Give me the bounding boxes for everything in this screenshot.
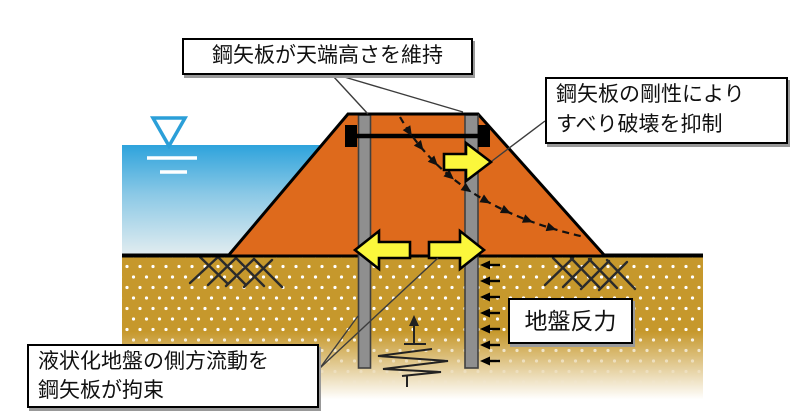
lateral-flow-arrow-right [427, 228, 487, 272]
label-crest-height: 鋼矢板が天端高さを維持 [182, 38, 473, 75]
tie-rod-anchor-right [478, 125, 490, 147]
right-toe-hatching [543, 256, 637, 292]
label-crest-text: 鋼矢板が天端高さを維持 [212, 44, 443, 67]
liquefaction-symbol [377, 315, 449, 387]
label-rigidity-line2: すべり破壊を抑制 [556, 113, 723, 136]
label-ground-reaction: 地盤反力 [508, 298, 633, 344]
left-toe-hatching [188, 255, 284, 289]
leader-restrain-to-left-pile [319, 315, 359, 369]
leader-crest-to-right-pile [340, 75, 464, 113]
leader-restrain-to-right-pile [319, 257, 439, 369]
water-level-icon [149, 116, 189, 150]
label-rigidity-line1: 鋼矢板の剛性により [556, 83, 745, 106]
water-surface-lines [147, 156, 197, 174]
slope-restraint-arrow [442, 140, 494, 184]
leader-rigidity-to-slope [491, 120, 546, 162]
label-restrain-line1: 液状化地盤の側方流動を [38, 350, 269, 373]
lateral-flow-arrow-left [352, 228, 412, 272]
leader-crest-to-left-pile [332, 75, 369, 115]
label-restrain: 液状化地盤の側方流動を 鋼矢板が拘束 [27, 344, 319, 408]
leader-lines [319, 75, 546, 369]
label-restrain-line2: 鋼矢板が拘束 [38, 379, 164, 402]
label-rigidity: 鋼矢板の剛性により すべり破壊を抑制 [545, 77, 788, 144]
label-ground-reaction-text: 地盤反力 [524, 308, 617, 334]
tie-rod-anchor-left [345, 125, 357, 147]
